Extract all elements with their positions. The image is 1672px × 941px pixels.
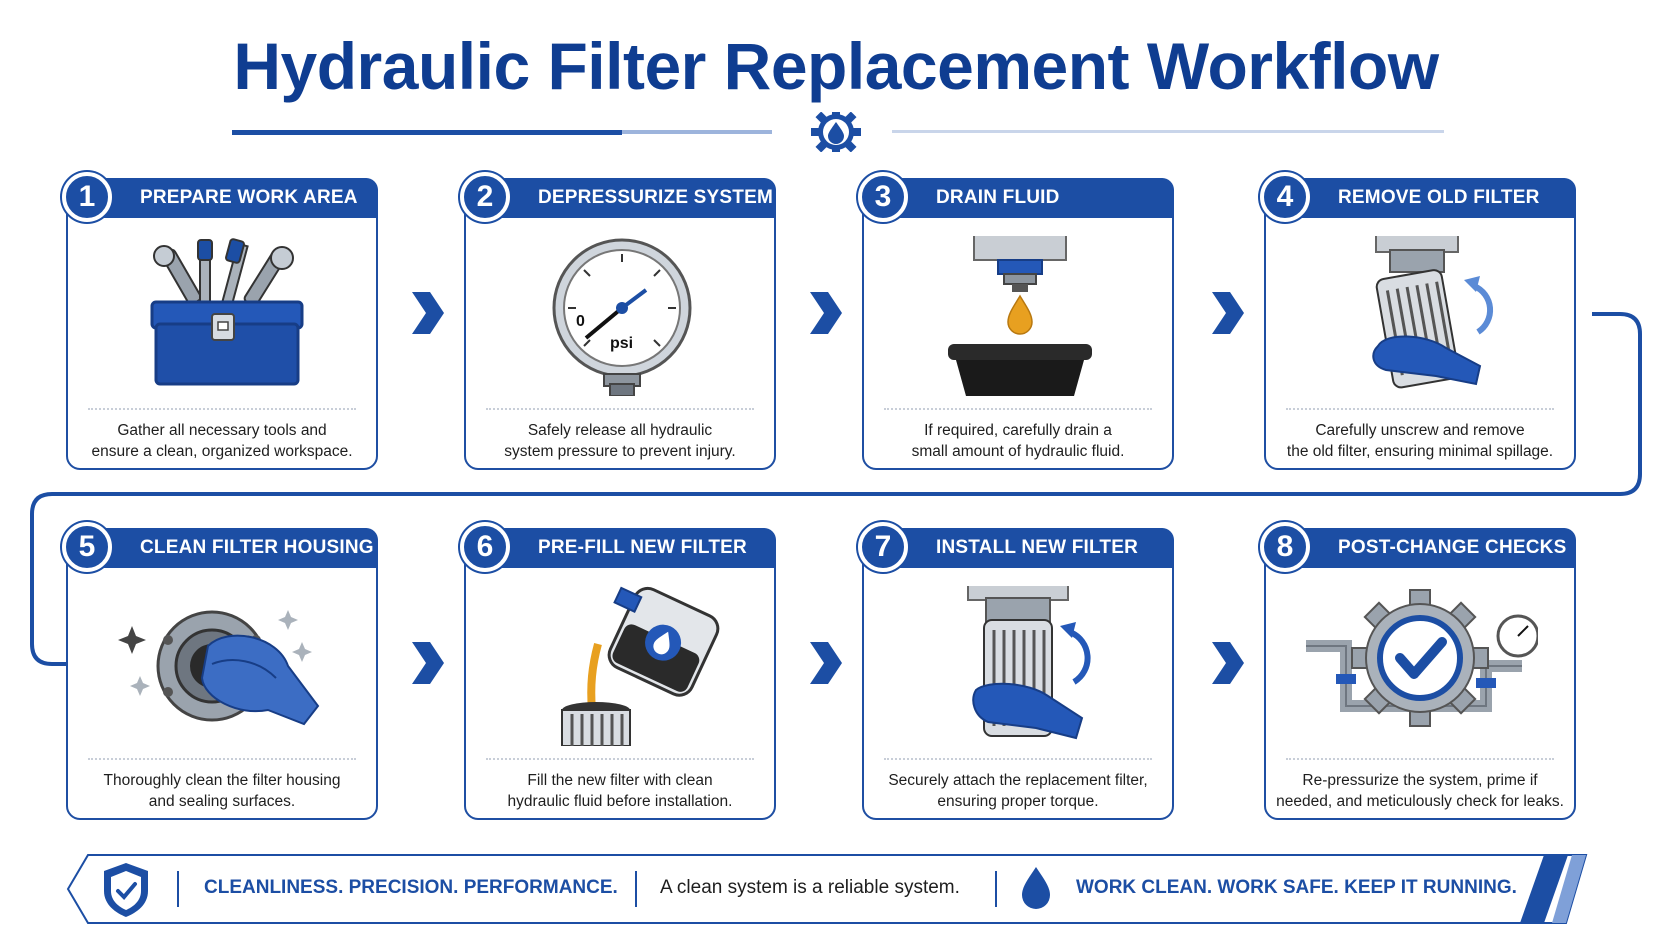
- card-separator: [486, 408, 754, 410]
- step-number: 1: [62, 172, 112, 222]
- title-divider: [232, 112, 1444, 152]
- step-title: DEPRESSURIZE SYSTEM: [498, 178, 776, 218]
- step-card-6: PRE-FILL NEW FILTER 6 Fill the new filte…: [460, 522, 776, 820]
- step-card-4: REMOVE OLD FILTER 4 Carefully unscrew an…: [1260, 172, 1576, 470]
- step-card-3: DRAIN FLUID (OPTIONAL) 3 If required, ca…: [858, 172, 1174, 470]
- step-title: POST-CHANGE CHECKS: [1298, 528, 1576, 568]
- shield-check-icon: [104, 863, 148, 917]
- chevron-right-icon: [412, 642, 444, 684]
- step-title: CLEAN FILTER HOUSING: [100, 528, 378, 568]
- step-card-2: DEPRESSURIZE SYSTEM 2 0 psi Safely relea…: [460, 172, 776, 470]
- step-description: Carefully unscrew and remove the old fil…: [1286, 422, 1554, 460]
- step-number: 3: [858, 172, 908, 222]
- step-description: Thoroughly clean the filter housing and …: [103, 772, 341, 810]
- footer-tagline-primary: CLEANLINESS. PRECISION. PERFORMANCE.: [204, 877, 618, 898]
- gear-drop-icon: [811, 112, 861, 152]
- cleaning-cloth-icon: [118, 610, 320, 726]
- step-description: Re-pressurize the system, prime if neede…: [1276, 772, 1564, 810]
- card-separator: [884, 408, 1152, 410]
- install-filter-icon: [967, 586, 1091, 740]
- footer-tagline-secondary: A clean system is a reliable system.: [660, 877, 960, 898]
- step-number: 2: [460, 172, 510, 222]
- card-separator: [1286, 408, 1554, 410]
- step-title: REMOVE OLD FILTER: [1298, 178, 1576, 218]
- step-number: 6: [460, 522, 510, 572]
- gauge-zero-label: 0: [576, 313, 585, 330]
- oil-jug-icon: [561, 586, 720, 746]
- step-description: Gather all necessary tools and ensure a …: [91, 422, 353, 460]
- toolbox-icon: [150, 238, 304, 386]
- step-card-5: CLEAN FILTER HOUSING 5 Thoroughly clean …: [62, 522, 378, 820]
- footer-tagline-safety: WORK CLEAN. WORK SAFE. KEEP IT RUNNING.: [1076, 877, 1517, 898]
- gauge-unit-label: psi: [610, 335, 633, 352]
- step-description: If required, carefully drain a small amo…: [911, 422, 1125, 460]
- page-title: Hydraulic Filter Replacement Workflow: [233, 29, 1439, 103]
- card-separator: [88, 758, 356, 760]
- step-title: INSTALL NEW FILTER: [896, 528, 1174, 568]
- chevron-right-icon: [412, 292, 444, 334]
- chevron-right-icon: [810, 292, 842, 334]
- step-description: Fill the new filter with clean hydraulic…: [507, 772, 733, 810]
- step-description: Safely release all hydraulic system pres…: [504, 422, 736, 460]
- gear-check-icon: [1306, 589, 1538, 727]
- step-description: Securely attach the replacement filter, …: [888, 772, 1148, 810]
- step-number: 7: [858, 522, 908, 572]
- pressure-gauge-icon: 0 psi: [552, 238, 692, 396]
- water-drop-icon: [1022, 867, 1050, 909]
- step-card-1: PREPARE WORK AREA 1 Gather all necessary…: [62, 172, 378, 470]
- footer-banner: CLEANLINESS. PRECISION. PERFORMANCE. A c…: [66, 853, 1596, 925]
- remove-filter-icon: [1372, 236, 1494, 389]
- card-separator: [88, 408, 356, 410]
- chevron-right-icon: [1212, 292, 1244, 334]
- step-number: 4: [1260, 172, 1310, 222]
- step-card-7: INSTALL NEW FILTER 7 Securely attach the…: [858, 522, 1174, 820]
- step-number: 5: [62, 522, 112, 572]
- card-separator: [884, 758, 1152, 760]
- drain-pan-icon: [948, 236, 1092, 396]
- card-separator: [486, 758, 754, 760]
- step-card-8: POST-CHANGE CHECKS 8 Re-pressurize the s…: [1260, 522, 1576, 820]
- step-title: DRAIN FLUID (OPTIONAL): [896, 178, 1174, 248]
- step-title: PRE-FILL NEW FILTER: [498, 528, 776, 568]
- step-number: 8: [1260, 522, 1310, 572]
- card-separator: [1286, 758, 1554, 760]
- chevron-right-icon: [810, 642, 842, 684]
- chevron-right-icon: [1212, 642, 1244, 684]
- step-title: PREPARE WORK AREA: [100, 178, 378, 218]
